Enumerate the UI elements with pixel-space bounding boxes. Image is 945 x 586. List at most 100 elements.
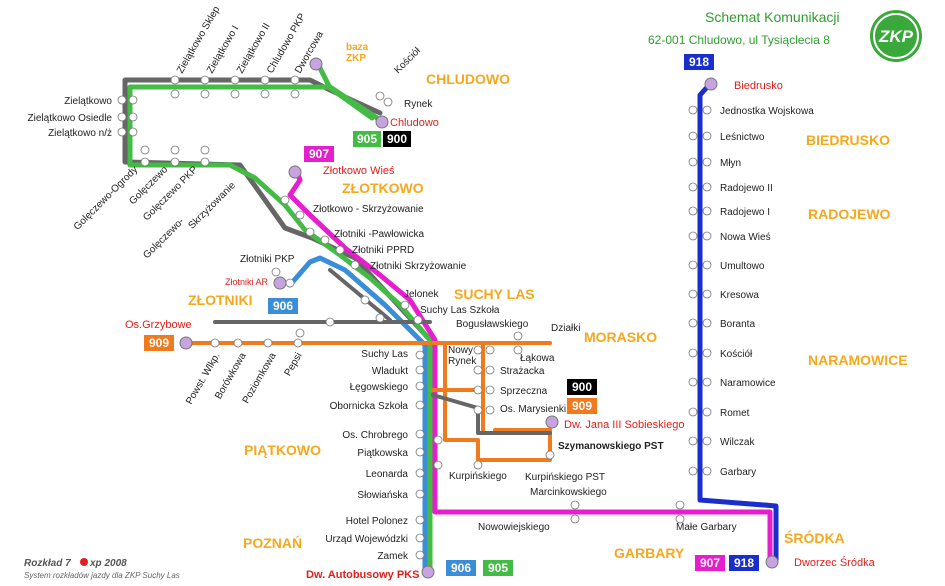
stop-dot [688, 206, 698, 216]
stop-dot [702, 348, 712, 358]
terminus-chludowo-marker [375, 115, 389, 129]
stop-zamek: Zamek [377, 551, 409, 562]
badge-907-srodka [695, 555, 725, 571]
stop-dot [128, 95, 138, 105]
stop-mlyn: Młyn [720, 158, 741, 169]
stop-rynek-chludowo: Rynek [404, 99, 433, 110]
stop-kurpinskiego: Kurpińskiego [449, 471, 507, 482]
stop-dot [360, 295, 370, 305]
terminus-chludowo-label: Chludowo [390, 117, 439, 129]
zkp-logo-text: ZKP [878, 27, 914, 46]
stop-os-chrobrego: Os. Chrobrego [342, 430, 408, 441]
stop-dot [200, 145, 210, 155]
stop-dot [170, 89, 180, 99]
stop-nowowiejskiego: Nowowiejskiego [478, 522, 550, 533]
stop-dot [415, 400, 425, 410]
stop-dot [415, 381, 425, 391]
route-907-line [287, 165, 773, 563]
stop-dot [170, 157, 180, 167]
stop-os-marysienki: Os. Marysienki [500, 404, 566, 415]
stop-dot [117, 112, 127, 122]
badge-909-grzybowe [144, 335, 174, 351]
stop-radojewo-i: Radojewo I [720, 207, 770, 218]
stop-lesnictwo: Leśnictwo [720, 132, 765, 143]
stop-dot [570, 500, 580, 510]
stop-suchy-las-szkola: Suchy Las Szkoła [420, 305, 500, 316]
stop-dot [295, 328, 305, 338]
stop-wilczak: Wilczak [720, 437, 755, 448]
badge-918-srodka [729, 555, 759, 571]
stop-male-garbary: Małe Garbary [676, 522, 737, 533]
footer-line1-prefix: Rozkład 7 [24, 558, 71, 569]
stop-dot [290, 75, 300, 85]
stop-dot [702, 131, 712, 141]
stop-boranta: Boranta [720, 319, 755, 330]
terminus-srodka-label: Dworzec Śródka [794, 556, 876, 569]
stop-kosciol-chludowo: Kościół [392, 45, 423, 76]
footer: Rozkład 7 xp 2008 System rozkładów jazdy… [24, 558, 180, 580]
stop-dot [473, 405, 483, 415]
stop-dot [280, 195, 290, 205]
badge-900-morasko [567, 379, 597, 395]
badge-906-bottom [446, 560, 476, 576]
badge-918-top [684, 54, 714, 70]
route-badges: 918 905 900 907 906 909 900 909 906 905 … [144, 54, 759, 576]
badge-918-srodka-label: 918 [734, 556, 754, 570]
stop-suchy-las: Suchy Las [361, 349, 408, 360]
badge-906-zlotniki-label: 906 [273, 299, 293, 313]
stop-naramowice: Naramowice [720, 378, 776, 389]
area-suchy-las: SUCHY LAS [454, 286, 535, 302]
stop-goleczewo-pkp: Golęczewo PKP [141, 164, 200, 223]
stop-dot [485, 405, 495, 415]
terminus-dwjana-marker [545, 415, 559, 429]
area-zlotniki: ZŁOTNIKI [188, 292, 253, 308]
stop-dot [433, 435, 443, 445]
route-909-line [186, 341, 552, 462]
stop-dot [415, 550, 425, 560]
stop-dot [473, 385, 483, 395]
route-918-extend [698, 498, 772, 507]
stop-strazacka: Strażacka [500, 366, 545, 377]
stop-dot [200, 75, 210, 85]
stop-zlotniki-pkp: Złotniki PKP [240, 254, 295, 265]
stop-dot [688, 318, 698, 328]
stop-dot [688, 466, 698, 476]
stop-zielatkowo-nz: Zielątkowo n/ż [48, 128, 112, 139]
area-naramowice: NARAMOWICE [808, 352, 908, 368]
terminus-biedrusko-marker [704, 77, 718, 91]
stop-dot [433, 460, 443, 470]
stop-dot [260, 75, 270, 85]
badge-900-chludowo-label: 900 [387, 132, 407, 146]
stop-dot [140, 145, 150, 155]
stop-jednostka-wojskowa: Jednostka Wojskowa [720, 106, 814, 117]
stop-dot [290, 89, 300, 99]
stop-dot [702, 260, 712, 270]
stop-dot [320, 235, 330, 245]
stop-garbary: Garbary [720, 467, 756, 478]
stop-legowskiego: Łęgowskiego [350, 382, 409, 393]
stop-piatkowska: Piątkowska [357, 448, 408, 459]
terminus-zlotkowo-marker [288, 165, 302, 179]
stop-obornicka-szkola: Obornicka Szkoła [330, 401, 409, 412]
badge-900-chludowo [383, 131, 411, 147]
stop-dots [117, 75, 712, 560]
badge-905-chludowo-label: 905 [357, 132, 377, 146]
stop-dot [415, 429, 425, 439]
stop-dot [570, 514, 580, 524]
stop-pepsi: Pepsi [283, 351, 305, 378]
stop-dot [117, 95, 127, 105]
terminus-baza-marker [309, 57, 323, 71]
terminus-szymanowskiego-label: Szymanowskiego PST [558, 441, 664, 452]
zkp-logo-ring [873, 13, 919, 59]
stop-dot [675, 514, 685, 524]
stop-dot [688, 407, 698, 417]
page-title: Schemat Komunikacji [705, 9, 840, 25]
stop-dot [702, 231, 712, 241]
stop-kurpinskiego-pst: Kurpińskiego PST [525, 472, 605, 483]
stop-dot [415, 489, 425, 499]
stop-dot [688, 436, 698, 446]
stop-dot [383, 97, 393, 107]
stop-dot [295, 210, 305, 220]
